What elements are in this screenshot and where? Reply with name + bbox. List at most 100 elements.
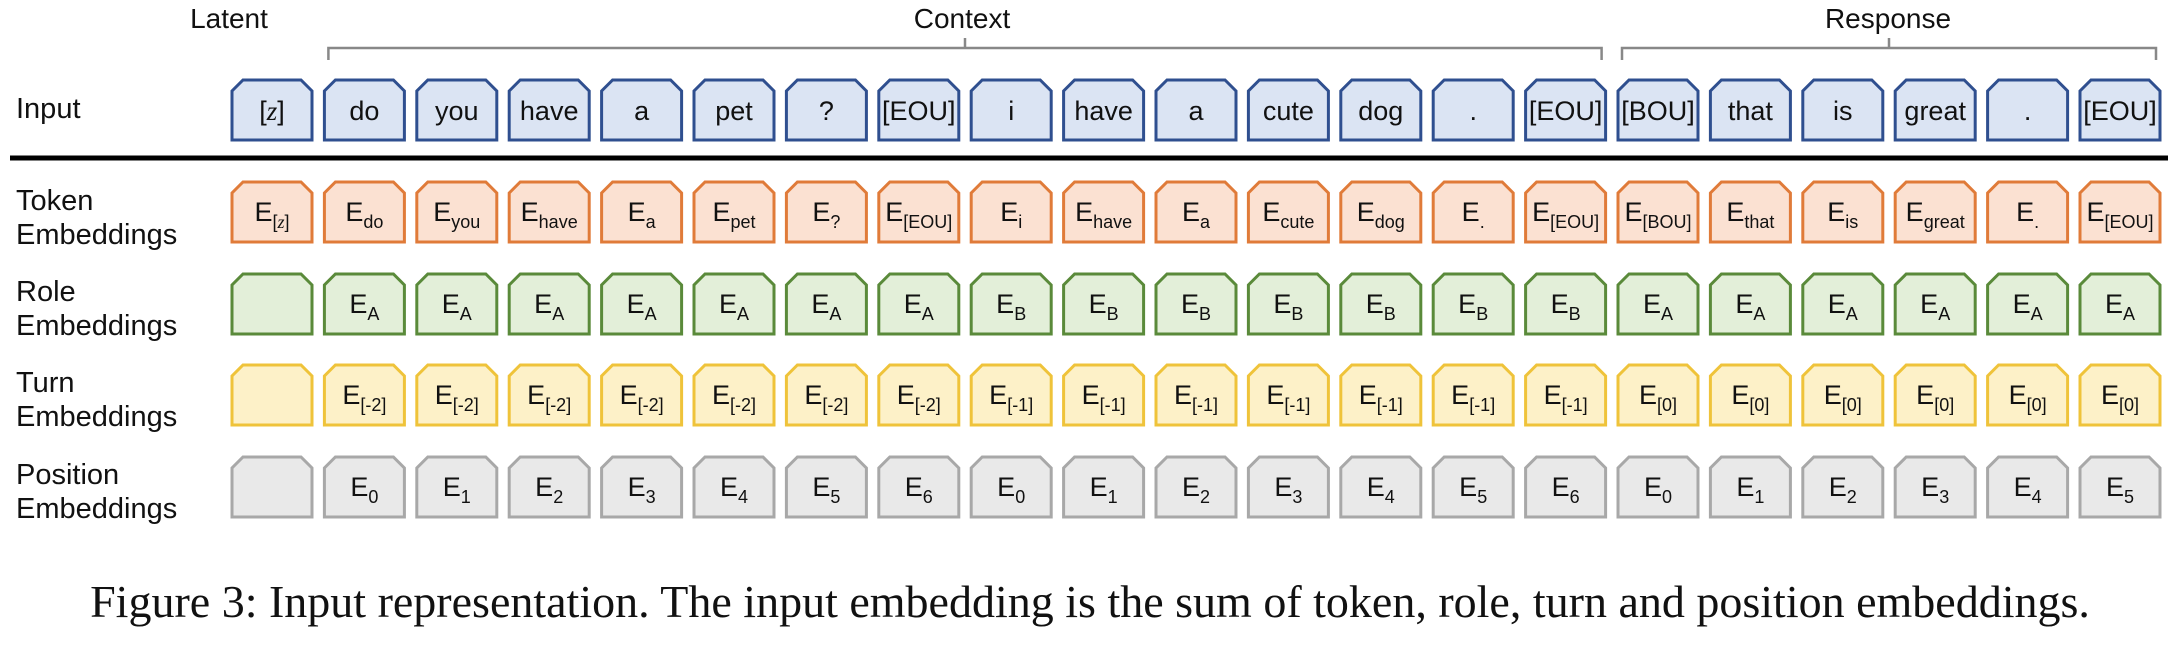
position-embedding-text: E2 — [1829, 472, 1857, 507]
role-box — [1154, 272, 1238, 336]
token-embedding-text: Ecute — [1262, 197, 1314, 232]
turn-embedding-text: E[0] — [1731, 380, 1769, 415]
position-cell: E3 — [1246, 455, 1330, 519]
token-box — [1708, 180, 1792, 244]
input-cell: . — [1986, 78, 2070, 142]
token-cell: Ea — [600, 180, 684, 244]
position-cell: E2 — [1154, 455, 1238, 519]
input-token-text: dog — [1358, 96, 1403, 126]
token-cell: E[EOU] — [2078, 180, 2162, 244]
turn-cell: E[0] — [1708, 363, 1792, 427]
role-embedding-text: EB — [996, 289, 1026, 324]
input-cell: cute — [1246, 78, 1330, 142]
turn-cell: E[-1] — [1246, 363, 1330, 427]
input-token-text: a — [1188, 96, 1204, 126]
turn-cell: E[-1] — [1339, 363, 1423, 427]
position-box — [877, 455, 961, 519]
position-embedding-text: E6 — [905, 472, 933, 507]
role-embedding-text: EB — [1273, 289, 1303, 324]
position-box — [415, 455, 499, 519]
turn-box — [1986, 363, 2070, 427]
role-cell: EA — [784, 272, 868, 336]
input-token-text: is — [1833, 96, 1853, 126]
turn-box — [784, 363, 868, 427]
role-cell: EA — [322, 272, 406, 336]
role-embedding-text: EA — [1828, 289, 1858, 324]
role-embedding-text: EA — [442, 289, 472, 324]
position-box — [507, 455, 591, 519]
input-token-text: cute — [1263, 96, 1314, 126]
position-cell: E6 — [877, 455, 961, 519]
token-embedding-text: Ei — [1000, 197, 1022, 232]
input-cell: have — [507, 78, 591, 142]
turn-cell: E[-2] — [600, 363, 684, 427]
token-embedding-text: E[BOU] — [1624, 197, 1691, 232]
input-token-text: great — [1904, 96, 1966, 126]
position-cell: E2 — [507, 455, 591, 519]
token-embedding-text: E[EOU] — [1532, 197, 1599, 232]
turn-embedding-text: E[0] — [2101, 380, 2139, 415]
token-box — [1062, 180, 1146, 244]
token-cell: E[EOU] — [1524, 180, 1608, 244]
position-embedding-text: E3 — [1921, 472, 1949, 507]
input-box — [2078, 78, 2162, 142]
token-cell: E. — [1431, 180, 1515, 244]
turn-cell: E[-1] — [1431, 363, 1515, 427]
input-cell: great — [1893, 78, 1977, 142]
turn-cell: E[-1] — [969, 363, 1053, 427]
turn-embedding-text: E[-2] — [712, 380, 756, 415]
token-embedding-text: E. — [2016, 197, 2039, 232]
token-embedding-text: Ea — [628, 197, 657, 232]
position-box — [1524, 455, 1608, 519]
turn-embedding-text: E[-1] — [1359, 380, 1403, 415]
token-cell: Ei — [969, 180, 1053, 244]
input-box — [230, 78, 314, 142]
figure-caption: Figure 3: Input representation. The inpu… — [90, 576, 2090, 627]
input-cell: a — [600, 78, 684, 142]
input-box — [784, 78, 868, 142]
role-box — [230, 272, 314, 336]
token-box — [507, 180, 591, 244]
token-embedding-text: E[EOU] — [2086, 197, 2153, 232]
input-token-text: a — [634, 96, 650, 126]
input-cell: a — [1154, 78, 1238, 142]
position-cell: E4 — [1986, 455, 2070, 519]
position-box — [784, 455, 868, 519]
position-box — [1616, 455, 1700, 519]
token-box — [784, 180, 868, 244]
input-box — [1801, 78, 1885, 142]
position-embedding-text: E4 — [2014, 472, 2042, 507]
turn-box — [1893, 363, 1977, 427]
input-token-text: have — [520, 96, 579, 126]
role-box — [1431, 272, 1515, 336]
position-box — [600, 455, 684, 519]
role-box — [507, 272, 591, 336]
role-embedding-text: EA — [811, 289, 841, 324]
token-embedding-text: Edo — [345, 197, 383, 232]
role-cell: EB — [1431, 272, 1515, 336]
position-embedding-text: E1 — [1736, 472, 1764, 507]
token-box — [692, 180, 776, 244]
role-box — [2078, 272, 2162, 336]
token-cell: Eis — [1801, 180, 1885, 244]
role-cell: EB — [1062, 272, 1146, 336]
input-cell: [BOU] — [1616, 78, 1700, 142]
token-cell: Ehave — [1062, 180, 1146, 244]
token-embedding-text: Ethat — [1726, 197, 1774, 232]
turn-box — [692, 363, 776, 427]
position-embedding-text: E5 — [812, 472, 840, 507]
turn-cell: E[-2] — [415, 363, 499, 427]
token-box — [877, 180, 961, 244]
input-box — [1246, 78, 1330, 142]
turn-embedding-text: E[-2] — [527, 380, 571, 415]
turn-box — [969, 363, 1053, 427]
turn-embedding-text: E[-1] — [1266, 380, 1310, 415]
token-embedding-text: Edog — [1357, 197, 1405, 232]
position-cell — [230, 455, 314, 519]
token-box — [415, 180, 499, 244]
role-cell: EA — [1801, 272, 1885, 336]
position-embedding-text: E2 — [535, 472, 563, 507]
turn-cell: E[-2] — [877, 363, 961, 427]
role-embedding-text: EB — [1366, 289, 1396, 324]
